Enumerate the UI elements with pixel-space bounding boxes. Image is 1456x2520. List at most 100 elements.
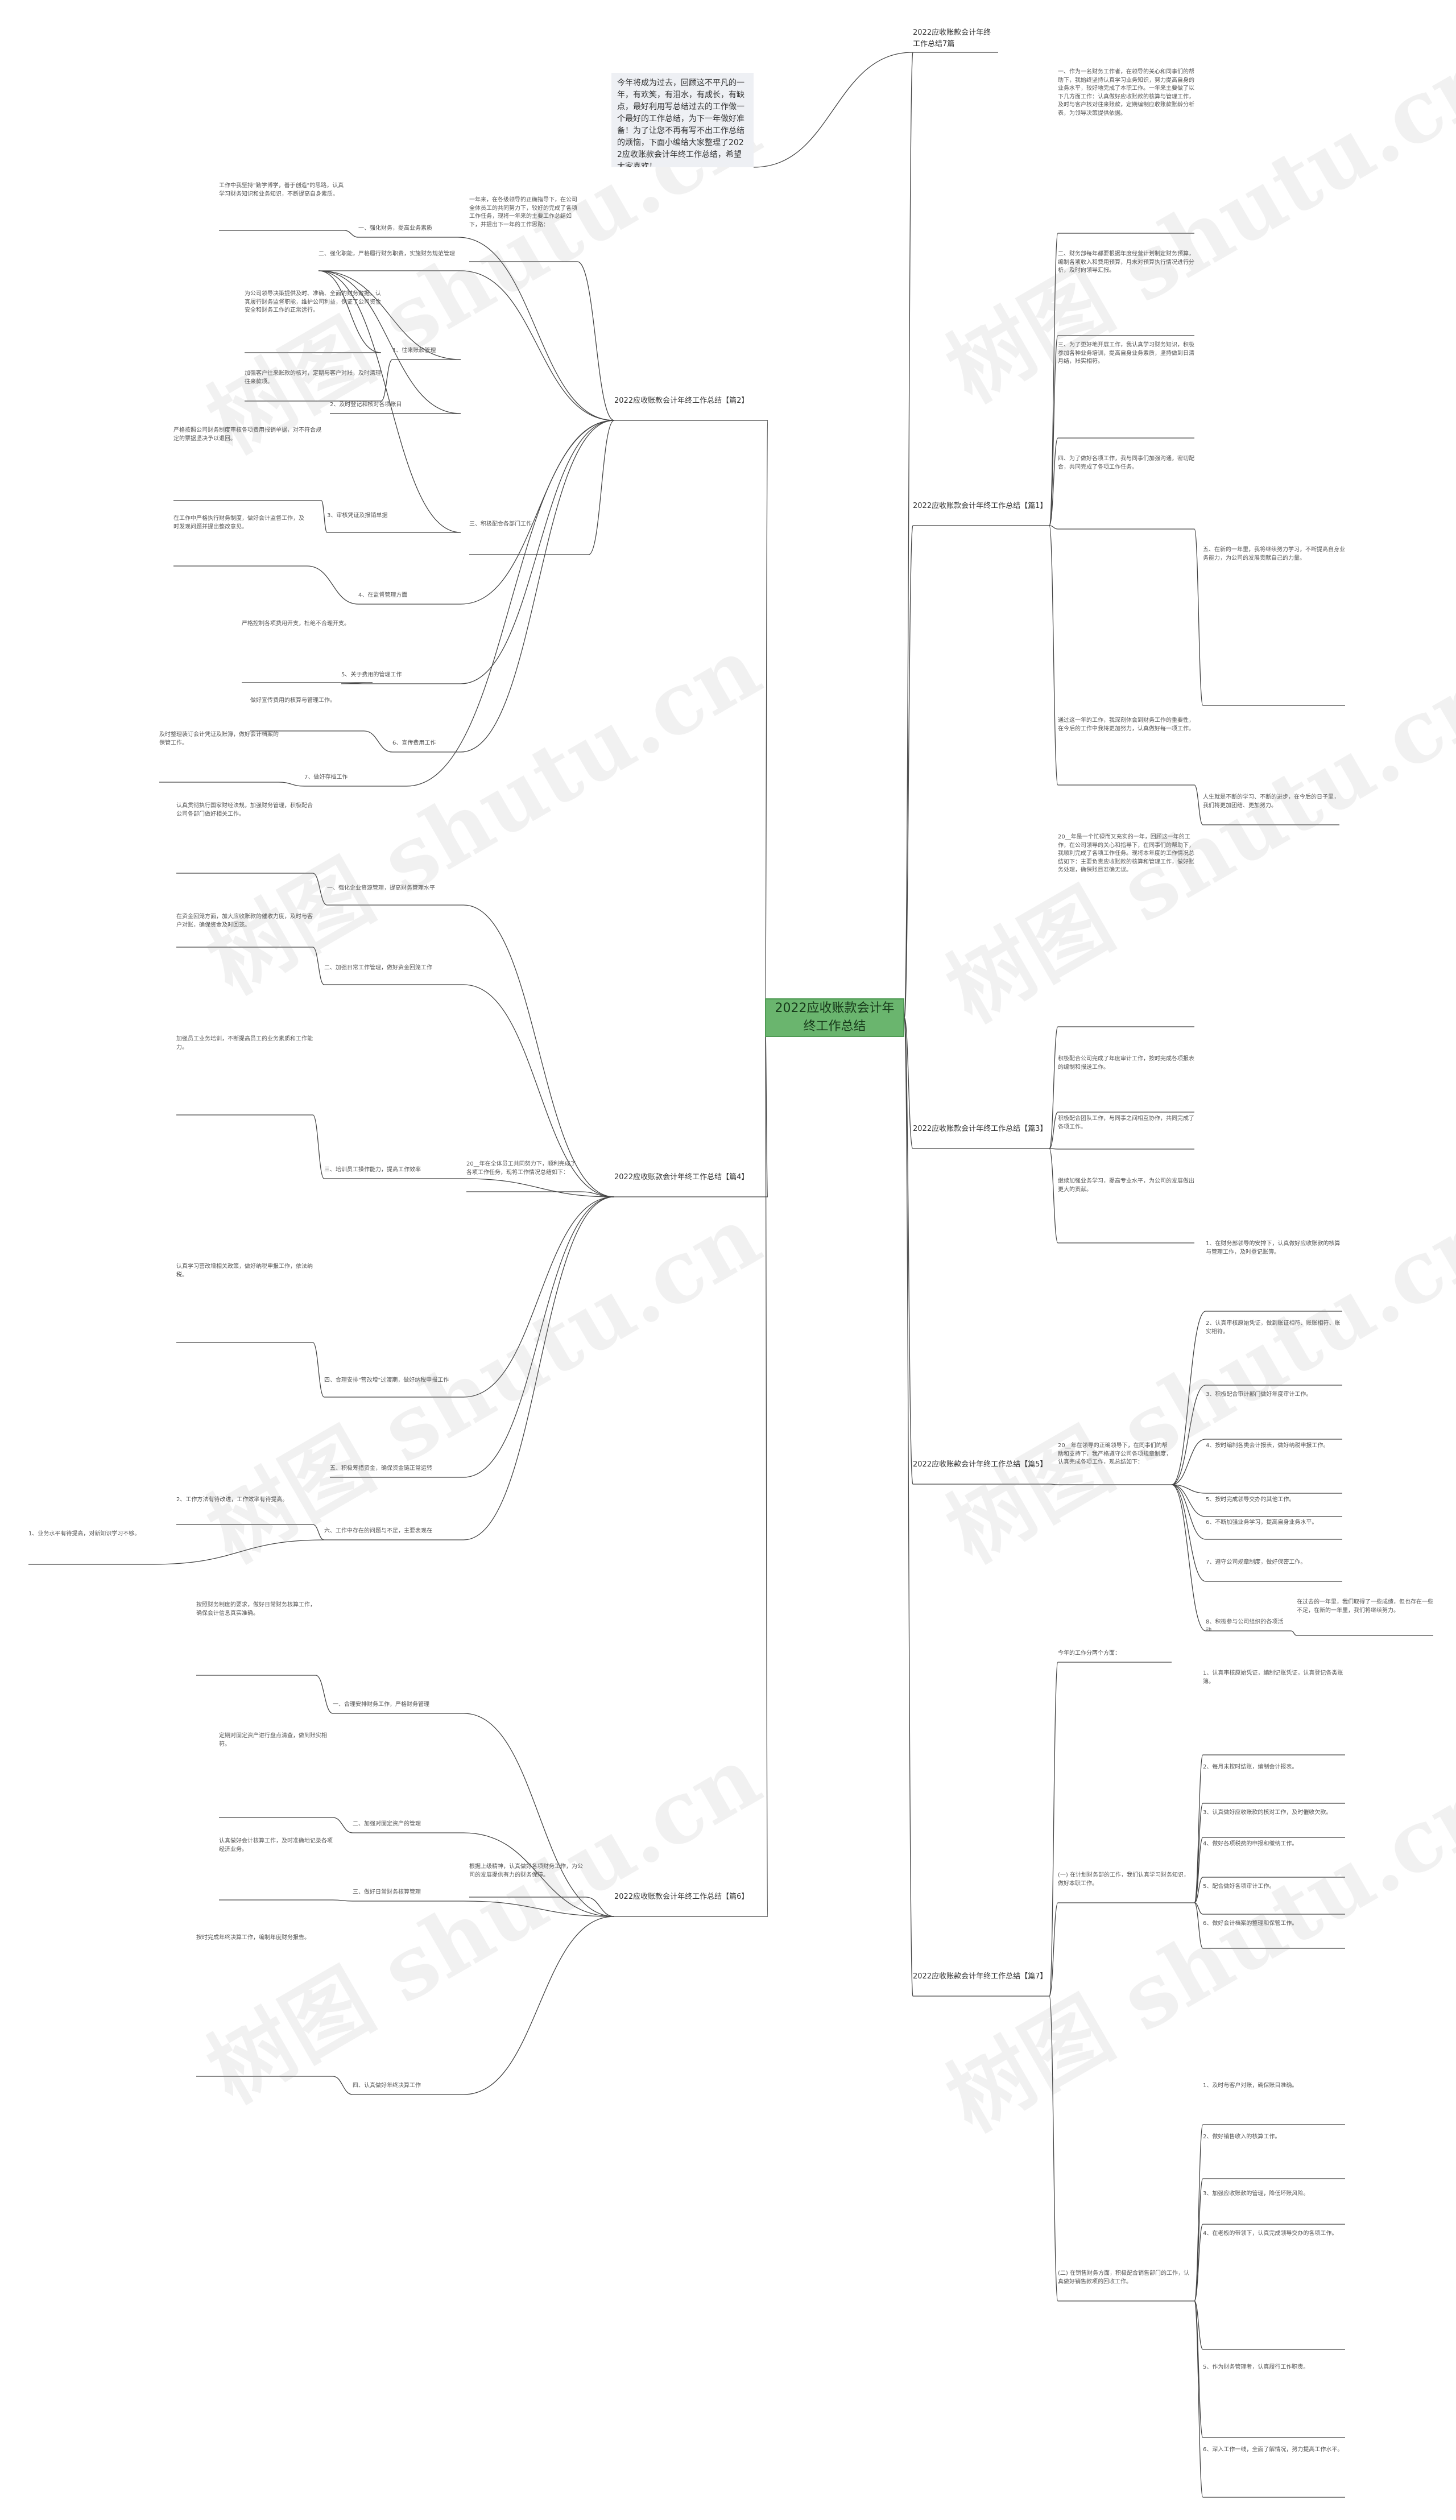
part2-item-text: 工作中我坚持"勤学博学，善于创造"的思路，认真学习财务知识和业务知识，不断提高自… [219, 183, 344, 197]
part4-item-text: 在资金回笼方面，加大应收账款的催收力度，及时与客户对账，确保资金及时回笼。 [176, 914, 313, 928]
part2-section-2[interactable]: 二、强化职能，严格履行财务职责，实施财务规范管理 [318, 251, 455, 257]
part7-item: 5、作为财务管理者，认真履行工作职责。 [1203, 2364, 1309, 2370]
part5-item: 3、积极配合审计部门做好年度审计工作。 [1206, 1391, 1312, 1398]
connector [380, 359, 393, 402]
part7-item: 5、配合做好各项审计工作。 [1203, 1883, 1275, 1890]
part5-item: 8、积极参与公司组织的各项活动。 [1206, 1619, 1284, 1631]
part7-item: 1、及时与客户对账，确保账目准确。 [1203, 2083, 1298, 2089]
connector [1194, 1877, 1203, 1903]
connector [312, 947, 325, 985]
connector [315, 1675, 333, 1714]
connector [406, 420, 615, 787]
connector [1171, 1484, 1206, 1494]
part5-item: 2、认真审核原始凭证，做到账证相符、账账相符、账实相符。 [1206, 1320, 1341, 1335]
connector [1049, 437, 1058, 526]
part6-item-text: 按照财务制度的要求，做好日常财务核算工作，确保会计信息真实准确。 [196, 1602, 316, 1617]
branch-part-2[interactable]: 2022应收账款会计年终工作总结【篇2】 [614, 396, 749, 405]
part5-item: 7、遵守公司规章制度，做好保密工作。 [1206, 1559, 1306, 1565]
connector [463, 1916, 615, 2095]
part6-section-4[interactable]: 四、认真做好年终决算工作 [353, 2083, 421, 2089]
intro-text: 今年将成为过去，回顾这不平凡的一年，有欢笑，有泪水，有成长，有缺点，最好利用写总… [611, 73, 754, 167]
connector [1194, 2178, 1203, 2302]
part3-paragraph: 积极配合团队工作，与同事之间相互协作，共同完成了各项工作。 [1058, 1116, 1194, 1130]
connector [318, 270, 461, 414]
central-topic[interactable]: 2022应收账款会计年终工作总结 [765, 998, 904, 1037]
part5-item: 5、按时完成领导交办的其他工作。 [1206, 1497, 1295, 1503]
part2-section-3[interactable]: 三、积极配合各部门工作 [469, 521, 532, 527]
connector [312, 1342, 325, 1398]
connector [577, 261, 615, 421]
connector [764, 1017, 768, 1917]
connector [753, 52, 913, 168]
part4-section-6[interactable]: 六、工作中存在的问题与不足，主要表现在 [324, 1528, 432, 1534]
part4-section-3[interactable]: 三、培训员工操作能力，提高工作效率 [324, 1167, 421, 1173]
part7-item: 6、深入工作一线，全面了解情况，努力提高工作水平。 [1203, 2447, 1343, 2453]
connector [463, 1196, 615, 1478]
part2-sub-3[interactable]: 3、审核凭证及报销单据 [327, 513, 388, 519]
part4-issue-1: 1、业务水平有待提高，对新知识学习不够。 [28, 1531, 140, 1537]
part4-issue-2: 2、工作方法有待改进，工作效率有待提高。 [176, 1497, 288, 1503]
connector [457, 237, 615, 421]
connector [1049, 1484, 1058, 1485]
part4-section-2[interactable]: 二、加强日常工作管理，做好资金回笼工作 [324, 965, 432, 971]
part6-item-text: 按时完成年终决算工作，编制年度财务报告。 [196, 1935, 310, 1941]
part7-item: 2、每月末按时结账，编制会计报表。 [1203, 1764, 1298, 1770]
branch-part-3[interactable]: 2022应收账款会计年终工作总结【篇3】 [913, 1125, 1048, 1133]
part6-section-2[interactable]: 二、加强对固定资产的管理 [353, 1821, 421, 1827]
part7-item: 3、认真做好应收账款的核对工作，及时催收欠款。 [1203, 1810, 1332, 1816]
connector [318, 270, 382, 353]
connector [1194, 1837, 1203, 1903]
connector [307, 565, 359, 605]
part7-group-2[interactable]: (二) 在销售财务方面，积极配合销售部门的工作，认真做好销售款项的回收工作。 [1058, 2270, 1189, 2285]
part5-lead: 20__年在领导的正确领导下，在同事们的帮助和支持下，我严格遵守公司各项规章制度… [1058, 1443, 1172, 1465]
part2-sub-2[interactable]: 2、及时登记和核对各项账目 [330, 402, 402, 408]
connector [1194, 2124, 1203, 2302]
connector [1049, 1902, 1058, 1997]
part5-item: 6、不断加强业务学习，提高自身业务水平。 [1206, 1519, 1318, 1526]
connector [1049, 1662, 1058, 1997]
branch-part-5[interactable]: 2022应收账款会计年终工作总结【篇5】 [913, 1460, 1048, 1469]
part2-section-1[interactable]: 一、强化财务，提高业务素质 [358, 225, 432, 232]
connector [463, 1178, 615, 1197]
part7-item: 4、在老板的带领下，认真完成领导交办的各项工作。 [1203, 2230, 1338, 2237]
part7-item: 4、做好各项税费的申报和缴纳工作。 [1203, 1841, 1298, 1847]
connector [904, 525, 913, 1018]
connector [312, 1524, 325, 1540]
part4-section-4[interactable]: 四、合理安排"营改增"过渡期，做好纳税申报工作 [324, 1377, 449, 1383]
part4-section-5[interactable]: 五、积极筹措资金，确保资金链正常运转 [330, 1465, 432, 1472]
part7-group-1[interactable]: (一) 在计划财务部的工作，我们认真学习财务知识，做好本职工作。 [1058, 1872, 1189, 1887]
branch-part-7[interactable]: 2022应收账款会计年终工作总结【篇7】 [913, 1972, 1048, 1981]
branch-part-1[interactable]: 2022应收账款会计年终工作总结【篇1】 [913, 502, 1048, 510]
branch-overview[interactable]: 2022应收账款会计年终工作总结7篇 [913, 28, 991, 48]
part7-item: 6、做好会计档案的整理和保管工作。 [1203, 1920, 1298, 1927]
branch-part-6[interactable]: 2022应收账款会计年终工作总结【篇6】 [614, 1893, 749, 1901]
connector [904, 1017, 913, 1997]
part4-section-1[interactable]: 一、强化企业资源管理，提高财务管理水平 [327, 885, 435, 891]
connector [1171, 1484, 1206, 1540]
connector [332, 1899, 353, 1902]
connector [1171, 1484, 1206, 1582]
part2-sub-5[interactable]: 5、关于费用的管理工作 [341, 672, 402, 678]
connector [321, 500, 328, 533]
branch-part-4[interactable]: 2022应收账款会计年终工作总结【篇4】 [614, 1173, 749, 1181]
connector [1049, 525, 1058, 786]
connector [1049, 525, 1058, 530]
part2-lead: 一年来，在各级领导的正确指导下，在公司全体员工的共同努力下，较好的完成了各项工作… [469, 197, 577, 228]
part2-sub-6[interactable]: 6、宣传费用工作 [392, 740, 436, 746]
part1-paragraph: 一、作为一名财务工作者，在领导的关心和同事们的帮助下，我始终坚持认真学习业务知识… [1058, 69, 1194, 117]
part2-item-text: 及时整理装订会计凭证及账簿，做好会计档案的保管工作。 [159, 732, 279, 746]
connector [1171, 1484, 1206, 1517]
part5-tail: 在过去的一年里，我们取得了一些成绩，但也存在一些不足，在新的一年里，我们将继续努… [1297, 1599, 1433, 1614]
part2-sub-1[interactable]: 1、往来账款管理 [392, 348, 436, 354]
part1-paragraph: 通过这一年的工作，我深刻体会到财务工作的重要性，在今后的工作中我将更加努力，认真… [1058, 717, 1194, 732]
connector [1194, 2300, 1203, 2350]
part6-section-1[interactable]: 一、合理安排财务工作，严格财务管理 [333, 1701, 429, 1708]
part2-sub-4[interactable]: 4、在监督管理方面 [358, 592, 408, 598]
part6-section-3[interactable]: 三、做好日常财务核算管理 [353, 1889, 421, 1895]
part2-sub-7[interactable]: 7、做好存档工作 [304, 774, 348, 780]
connector [463, 984, 615, 1197]
connector [1194, 2224, 1203, 2302]
connector [1194, 1902, 1203, 1949]
connector [904, 1017, 913, 1485]
